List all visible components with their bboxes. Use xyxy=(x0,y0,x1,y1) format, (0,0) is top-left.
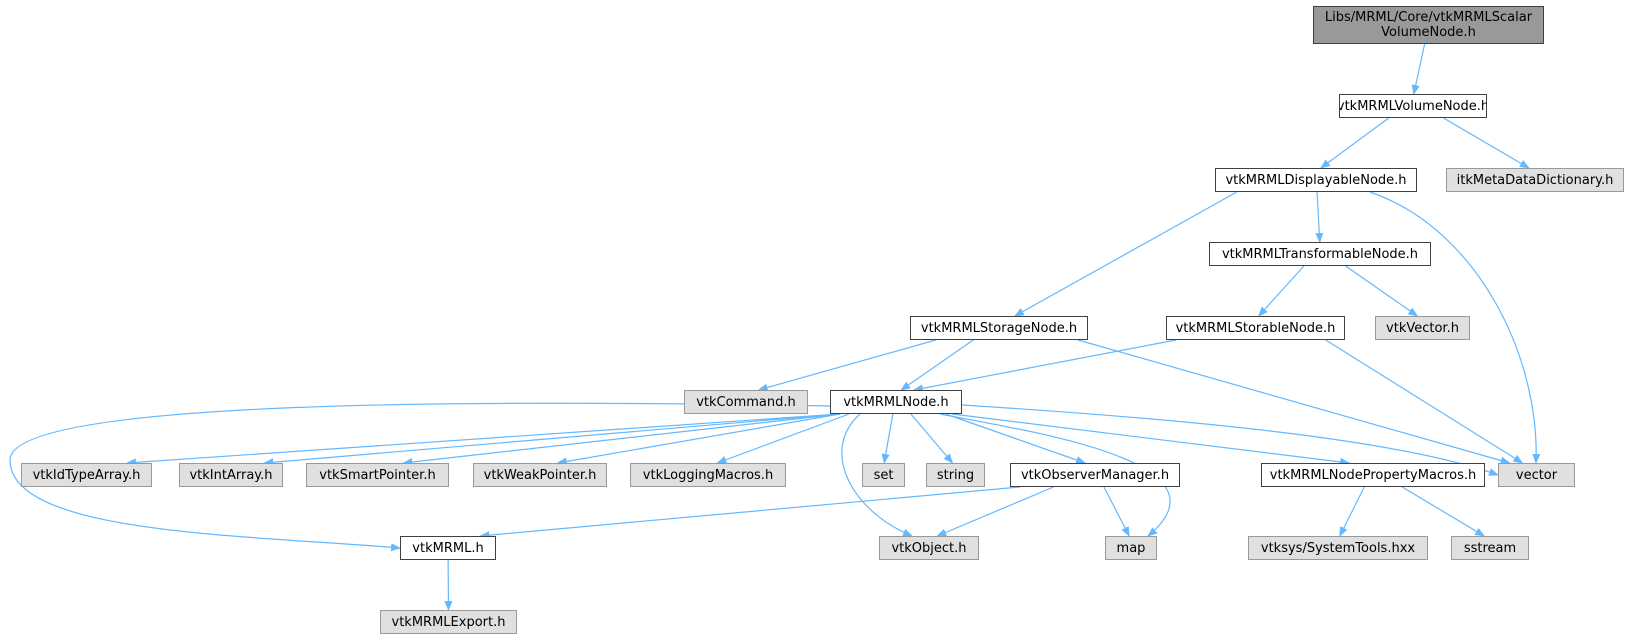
node-transformable[interactable]: vtkMRMLTransformableNode.h xyxy=(1209,242,1431,266)
node-intarray: vtkIntArray.h xyxy=(179,463,283,487)
edge-transformable-to-storable xyxy=(1258,265,1305,317)
node-export: vtkMRMLExport.h xyxy=(380,610,517,634)
edge-transformable-to-vtkvector xyxy=(1345,265,1419,317)
edge-storable-to-vector xyxy=(1325,339,1524,464)
node-vtkmrml[interactable]: vtkMRML.h xyxy=(400,536,496,560)
edge-propmacros-to-sstream xyxy=(1401,486,1486,537)
edge-mrmlnode-to-set xyxy=(881,413,894,464)
edge-mrmlnode-to-idtype xyxy=(125,413,841,467)
node-sstream: sstream xyxy=(1451,536,1529,560)
edge-mrmlnode-to-logging xyxy=(716,413,850,464)
node-label-idtype: vtkIdTypeArray.h xyxy=(32,467,141,483)
node-label-set: set xyxy=(873,467,894,483)
node-displayable[interactable]: vtkMRMLDisplayableNode.h xyxy=(1215,168,1417,192)
node-vtkcommand: vtkCommand.h xyxy=(684,390,808,414)
edge-mrmlnode-to-observer xyxy=(945,413,1086,464)
node-label-string: string xyxy=(936,467,975,483)
node-set: set xyxy=(862,463,905,487)
edge-root-to-volume xyxy=(1411,43,1426,95)
node-label-itkmeta: itkMetaDataDictionary.h xyxy=(1456,172,1614,188)
edge-layer xyxy=(9,43,1541,611)
node-label-transformable: vtkMRMLTransformableNode.h xyxy=(1221,246,1419,262)
edge-mrmlnode-to-smartptr xyxy=(402,413,841,466)
node-systools: vtksys/SystemTools.hxx xyxy=(1248,536,1428,560)
node-label-displayable: vtkMRMLDisplayableNode.h xyxy=(1225,172,1407,188)
node-idtype: vtkIdTypeArray.h xyxy=(21,463,152,487)
node-label-smartptr: vtkSmartPointer.h xyxy=(319,467,436,483)
node-logging: vtkLoggingMacros.h xyxy=(630,463,786,487)
edge-mrmlnode-to-vector xyxy=(961,404,1499,476)
edge-mrmlnode-to-intarray xyxy=(263,413,841,467)
edge-storable-to-mrmlnode xyxy=(912,339,1177,393)
node-label-vector: vector xyxy=(1515,467,1558,483)
node-label-vtkmrml: vtkMRML.h xyxy=(412,540,484,556)
node-propmacros[interactable]: vtkMRMLNodePropertyMacros.h xyxy=(1261,463,1485,487)
node-label-export: vtkMRMLExport.h xyxy=(391,614,506,630)
node-vector: vector xyxy=(1498,463,1575,487)
node-vtkvector: vtkVector.h xyxy=(1375,316,1470,340)
node-label-storable: vtkMRMLStorableNode.h xyxy=(1175,320,1336,336)
node-label-observer: vtkObserverManager.h xyxy=(1020,467,1170,483)
edge-volume-to-displayable xyxy=(1320,117,1390,169)
node-label-weakptr: vtkWeakPointer.h xyxy=(483,467,597,483)
node-label-vtkvector: vtkVector.h xyxy=(1386,320,1459,336)
node-storage[interactable]: vtkMRMLStorageNode.h xyxy=(910,316,1088,340)
edge-storage-to-vtkcommand xyxy=(757,339,936,392)
node-vtkobject: vtkObject.h xyxy=(879,536,979,560)
node-observer[interactable]: vtkObserverManager.h xyxy=(1010,463,1180,487)
node-label-storage: vtkMRMLStorageNode.h xyxy=(920,320,1078,336)
node-mrmlnode[interactable]: vtkMRMLNode.h xyxy=(830,390,962,414)
edge-observer-to-vtkobject xyxy=(936,486,1054,537)
node-label-intarray: vtkIntArray.h xyxy=(189,467,273,483)
edge-displayable-to-storage xyxy=(1013,191,1238,317)
node-storable[interactable]: vtkMRMLStorableNode.h xyxy=(1166,316,1345,340)
node-label-vtkcommand: vtkCommand.h xyxy=(696,394,796,410)
edge-observer-to-vtkmrml xyxy=(479,486,1021,540)
node-label-vtkobject: vtkObject.h xyxy=(891,540,967,556)
node-itkmeta: itkMetaDataDictionary.h xyxy=(1446,168,1624,192)
node-label-sstream: sstream xyxy=(1463,540,1517,556)
node-volume[interactable]: vtkMRMLVolumeNode.h xyxy=(1339,94,1487,118)
node-root[interactable]: Libs/MRML/Core/vtkMRMLScalar VolumeNode.… xyxy=(1313,6,1544,44)
node-label-root: Libs/MRML/Core/vtkMRMLScalar VolumeNode.… xyxy=(1324,10,1533,40)
edge-observer-to-map xyxy=(1103,486,1130,537)
node-label-systools: vtksys/SystemTools.hxx xyxy=(1260,540,1416,556)
node-map: map xyxy=(1105,536,1157,560)
edge-mrmlnode-to-weakptr xyxy=(556,413,841,466)
node-label-map: map xyxy=(1116,540,1146,556)
edge-volume-to-itkmeta xyxy=(1443,117,1530,169)
edge-displayable-to-vector xyxy=(1369,191,1541,464)
edge-propmacros-to-systools xyxy=(1339,486,1365,537)
edge-storage-to-vector xyxy=(1077,339,1511,465)
edge-mrmlnode-to-string xyxy=(910,413,954,464)
node-label-mrmlnode: vtkMRMLNode.h xyxy=(843,394,949,410)
node-string: string xyxy=(926,463,985,487)
edge-displayable-to-transformable xyxy=(1315,191,1324,243)
edge-mrmlnode-to-vtkmrml xyxy=(9,402,831,552)
edge-mrmlnode-to-map xyxy=(939,413,1171,537)
node-label-propmacros: vtkMRMLNodePropertyMacros.h xyxy=(1269,467,1477,483)
node-label-logging: vtkLoggingMacros.h xyxy=(642,467,774,483)
edge-storage-to-mrmlnode xyxy=(900,339,974,391)
edge-mrmlnode-to-propmacros xyxy=(951,413,1351,466)
node-weakptr: vtkWeakPointer.h xyxy=(473,463,607,487)
edge-mrmlnode-to-vtkobject xyxy=(841,413,913,537)
node-smartptr: vtkSmartPointer.h xyxy=(306,463,449,487)
node-label-volume: vtkMRMLVolumeNode.h xyxy=(1339,98,1487,114)
